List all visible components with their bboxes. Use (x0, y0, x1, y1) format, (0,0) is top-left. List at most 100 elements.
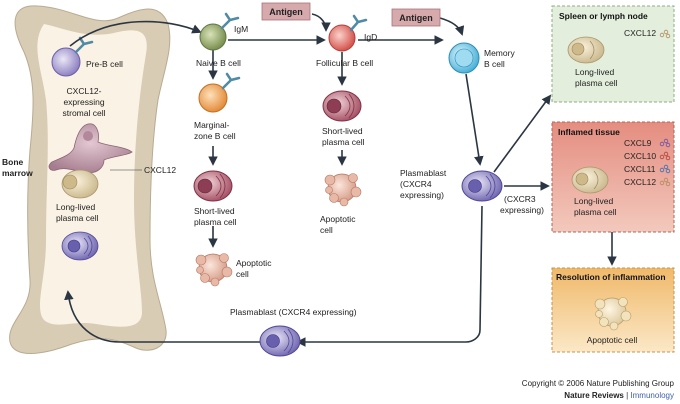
stromal-nucleus (83, 131, 93, 141)
plasmablast-right (461, 170, 503, 202)
antigen-box-1: Antigen (261, 2, 311, 21)
inflamed-box-title: Inflamed tissue (558, 127, 620, 137)
plasmablast-right-label-line1: Plasmablast (400, 168, 447, 178)
naive-column: IgM Naive B cell Marginal- zone B cell S… (193, 12, 272, 287)
bone-marrow-plasmablast-nucleus (67, 239, 81, 253)
naive-b-cell (199, 23, 227, 51)
plasmablast-bottom (259, 325, 301, 357)
short-lived-plasma-cell-left (193, 170, 233, 202)
slpc-left-label-line2: plasma cell (194, 217, 237, 227)
bone-marrow-cxcl12-label: CXCL12 (144, 165, 176, 175)
bone-marrow-label-line2: marrow (2, 168, 33, 178)
journal-name: Nature Reviews (564, 391, 624, 400)
cxcr3-label-line2: expressing) (500, 205, 544, 215)
resolution-box: Resolution of inflammation Apoptotic cel… (551, 267, 675, 353)
apoptotic-mid-label-line2: cell (320, 225, 333, 235)
memory-column: Memory B cell Plasmablast (CXCR4 express… (400, 42, 544, 215)
spleen-box-title: Spleen or lymph node (559, 11, 648, 21)
mz-label-line1: Marginal- (194, 120, 230, 130)
slpc-mid-nucleus (326, 98, 342, 114)
journal-separator: | (624, 391, 631, 400)
resolution-cell-label: Apoptotic cell (587, 335, 638, 345)
journal-credit: Nature Reviews | Immunology (564, 391, 674, 400)
arrow-antigen1 (311, 13, 331, 32)
plasmablast-right-label-line2: (CXCR4 (400, 179, 432, 189)
arrow-plasmablast-to-bottom (296, 205, 483, 347)
slpc-mid-label-line2: plasma cell (322, 137, 365, 147)
mz-label-line2: zone B cell (194, 131, 236, 141)
antigen-box-2: Antigen (391, 8, 441, 27)
apoptotic-left-label-line1: Apoptotic (236, 258, 272, 268)
spleen-llpc-er (589, 40, 595, 60)
inflamed-chemokine-icons (659, 138, 671, 187)
spleen-chemokine-icon (659, 29, 671, 39)
arrow-plasmablast-to-spleen (493, 94, 552, 173)
plasmablast-bottom-label: Plasmablast (CXCR4 expressing) (230, 307, 357, 317)
antigen-2-label: Antigen (399, 13, 433, 23)
short-lived-plasma-cell-mid (322, 90, 362, 122)
inflamed-chemokine-cxcl11: CXCL11 (624, 164, 656, 174)
spleen-llpc-label-line2: plasma cell (575, 78, 618, 88)
follicular-column: IgD Follicular B cell Short-lived plasma… (316, 14, 377, 235)
bottom-plasmablast-group: Plasmablast (CXCR4 expressing) (230, 307, 357, 357)
memory-label-line1: Memory (484, 48, 515, 58)
footer: Copyright © 2006 Nature Publishing Group… (522, 379, 675, 400)
inflamed-llpc-er (593, 170, 599, 190)
inflamed-llpc-label-line1: Long-lived (574, 196, 613, 206)
inflamed-chemokine-cxcl12: CXCL12 (624, 177, 656, 187)
igm-receptor-icon (220, 12, 240, 30)
spleen-llpc-label-line1: Long-lived (575, 67, 614, 77)
marginal-zone-b-cell (198, 83, 228, 113)
stromal-cell-label-line2: expressing (63, 97, 104, 107)
spleen-lymph-node-box: Spleen or lymph node CXCL12 Long-lived p… (551, 5, 675, 103)
journal-section: Immunology (630, 391, 674, 400)
bone-marrow-llpc-label-line1: Long-lived (56, 202, 95, 212)
bone-marrow-region: Bone marrow Pre-B cell CXCL12- expressin… (2, 5, 176, 354)
slpc-mid-label-line1: Short-lived (322, 126, 363, 136)
memory-nucleus (454, 48, 474, 68)
stromal-cell-label-line3: stromal cell (63, 108, 106, 118)
arrow-bottom-to-bone-marrow (64, 290, 262, 343)
apoptotic-left-label-line2: cell (236, 269, 249, 279)
arrows (64, 13, 617, 347)
plasmablast-right-nucleus (468, 179, 482, 193)
resolution-box-title: Resolution of inflammation (556, 272, 666, 282)
arrow-preb-to-naive (69, 20, 202, 47)
stromal-cell-label-line1: CXCL12- (67, 86, 102, 96)
igd-label: IgD (364, 32, 377, 42)
plasmablast-right-label-line3: expressing) (400, 190, 444, 200)
resolution-apoptotic-cell (594, 297, 632, 331)
plasmablast-right-er (485, 173, 496, 199)
slpc-mid-er (344, 93, 355, 119)
slpc-left-er (215, 173, 226, 199)
antigen-1-label: Antigen (269, 7, 303, 17)
apoptotic-cell-mid (324, 173, 362, 207)
slpc-left-label-line1: Short-lived (194, 206, 235, 216)
spleen-box-cxcl12: CXCL12 (624, 28, 656, 38)
inflamed-llpc-label-line2: plasma cell (574, 207, 617, 217)
plasmablast-bottom-er (283, 328, 294, 354)
pre-b-cell (51, 47, 81, 77)
apoptotic-mid-label-line1: Apoptotic (320, 214, 356, 224)
bone-marrow-llpc-label-line2: plasma cell (56, 213, 99, 223)
arrow-antigen2 (439, 17, 465, 36)
igm-label: IgM (234, 24, 248, 34)
arrow-memory-to-plasmablast (465, 73, 484, 166)
memory-label-line2: B cell (484, 59, 505, 69)
naive-b-cell-label: Naive B cell (196, 58, 241, 68)
inflamed-llpc-nucleus (575, 172, 589, 186)
slpc-left-nucleus (197, 178, 213, 194)
follicular-b-cell (328, 24, 356, 52)
plasmablast-bottom-nucleus (266, 334, 280, 348)
mz-receptor-icon (221, 72, 241, 90)
bone-marrow-plasmablast-er (83, 235, 93, 257)
igd-receptor-icon (349, 14, 368, 32)
bone-marrow-label-line1: Bone (2, 157, 24, 167)
bone-marrow-llpc-nucleus (62, 174, 78, 190)
copyright-text: Copyright © 2006 Nature Publishing Group (522, 379, 675, 388)
pre-b-cell-label: Pre-B cell (86, 59, 123, 69)
cxcr3-label-line1: (CXCR3 (504, 194, 536, 204)
inflamed-tissue-box: Inflamed tissue CXCL9 CXCL10 CXCL11 CXCL… (551, 121, 675, 233)
